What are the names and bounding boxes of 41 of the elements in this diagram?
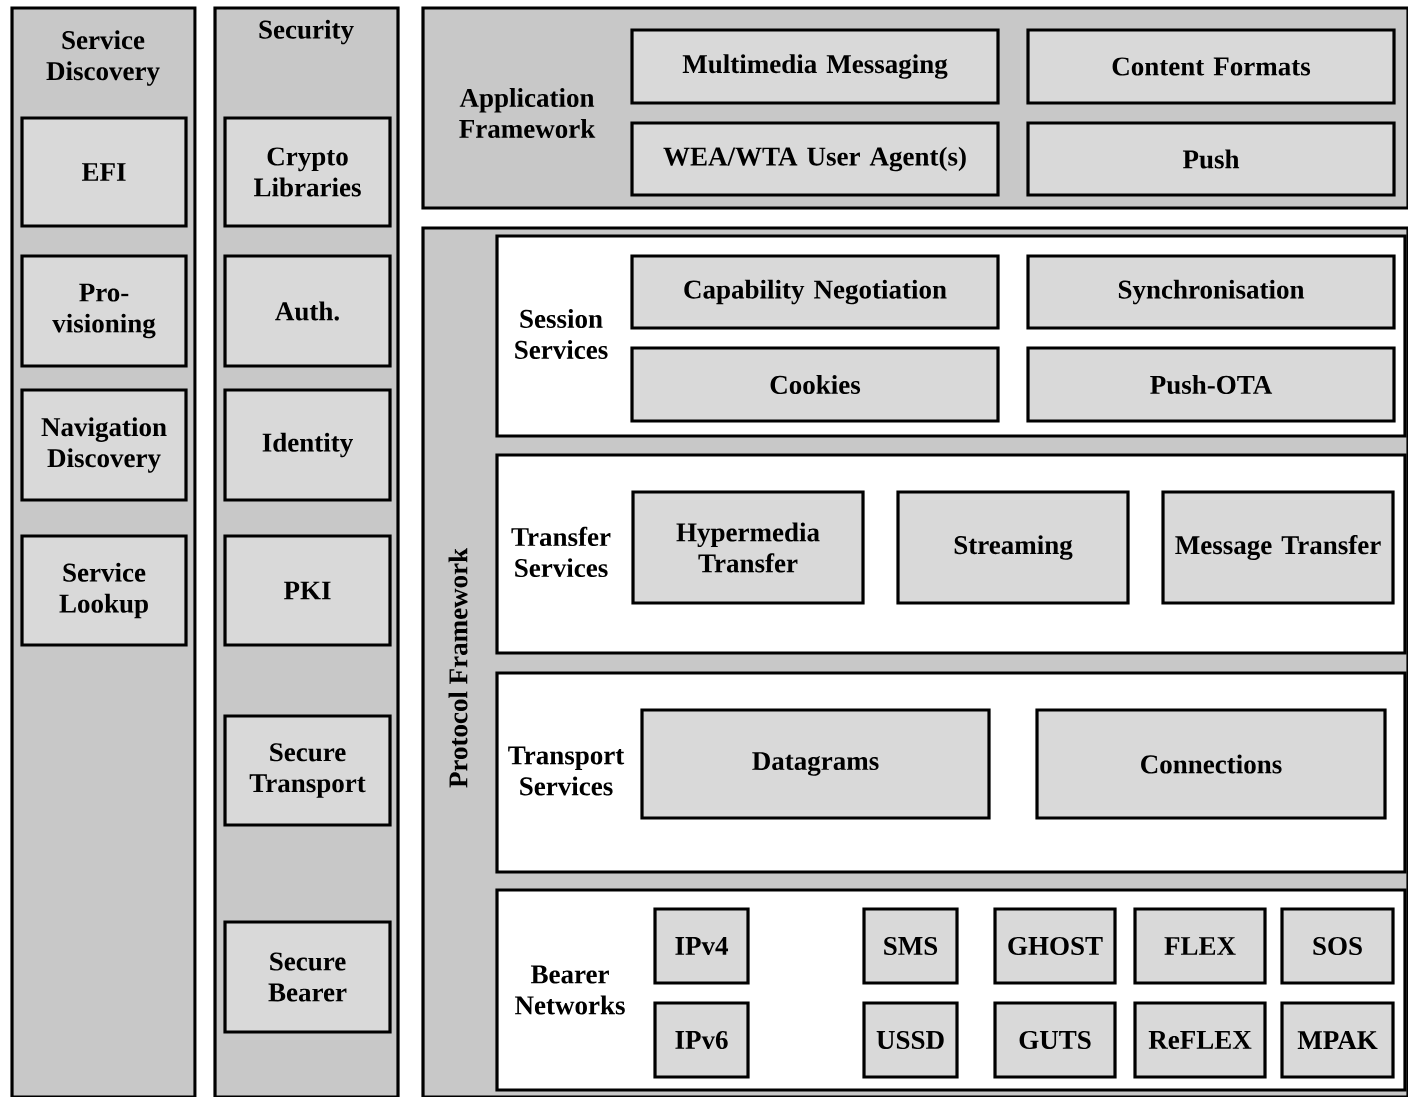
panel-heading: Protocol Framework — [448, 547, 468, 788]
component-box: Message Transfer — [1161, 490, 1395, 605]
component-box: Connections — [1035, 708, 1387, 820]
component-box: SMS — [862, 907, 959, 985]
component-box: Auth. — [223, 254, 392, 368]
component-box: Datagrams — [640, 708, 991, 820]
component-box: Push — [1026, 121, 1396, 197]
component-box: Crypto Libraries — [223, 116, 392, 228]
component-box: EFI — [20, 116, 188, 228]
component-box: Streaming — [896, 490, 1130, 605]
component-box: Capability Negotiation — [630, 254, 1000, 330]
component-box: IPv4 — [653, 907, 750, 985]
panel-heading: Security — [259, 19, 354, 45]
component-box: GHOST — [993, 907, 1117, 985]
component-box: Service Lookup — [20, 534, 188, 647]
panel-heading: Transfer Services — [511, 526, 611, 578]
component-box: Multimedia Messaging — [630, 28, 1000, 105]
component-box: Synchronisation — [1026, 254, 1396, 330]
component-box: GUTS — [993, 1001, 1117, 1079]
component-box: Secure Bearer — [223, 920, 392, 1034]
component-box: MPAK — [1280, 1001, 1395, 1079]
component-box: Content Formats — [1026, 28, 1396, 105]
component-box: Cookies — [630, 346, 1000, 423]
component-box: Pro- visioning — [20, 254, 188, 368]
component-box: Push-OTA — [1026, 346, 1396, 423]
component-box: Hypermedia Transfer — [631, 490, 865, 605]
component-box: ReFLEX — [1133, 1001, 1267, 1079]
component-box: SOS — [1280, 907, 1395, 985]
panel-heading: Service Discovery — [46, 30, 160, 86]
component-box: WEA/WTA User Agent(s) — [630, 121, 1000, 197]
component-box: Navigation Discovery — [20, 388, 188, 502]
panel-heading: Application Framework — [459, 88, 596, 138]
component-box: Identity — [223, 388, 392, 502]
panel-heading: Bearer Networks — [515, 965, 625, 1015]
component-box: Secure Transport — [223, 714, 392, 827]
panel-heading: Transport Services — [508, 746, 625, 796]
component-box: USSD — [862, 1001, 959, 1079]
component-box: PKI — [223, 534, 392, 647]
component-box: IPv6 — [653, 1001, 750, 1079]
panel-heading: Session Services — [515, 309, 608, 359]
component-box: FLEX — [1133, 907, 1267, 985]
